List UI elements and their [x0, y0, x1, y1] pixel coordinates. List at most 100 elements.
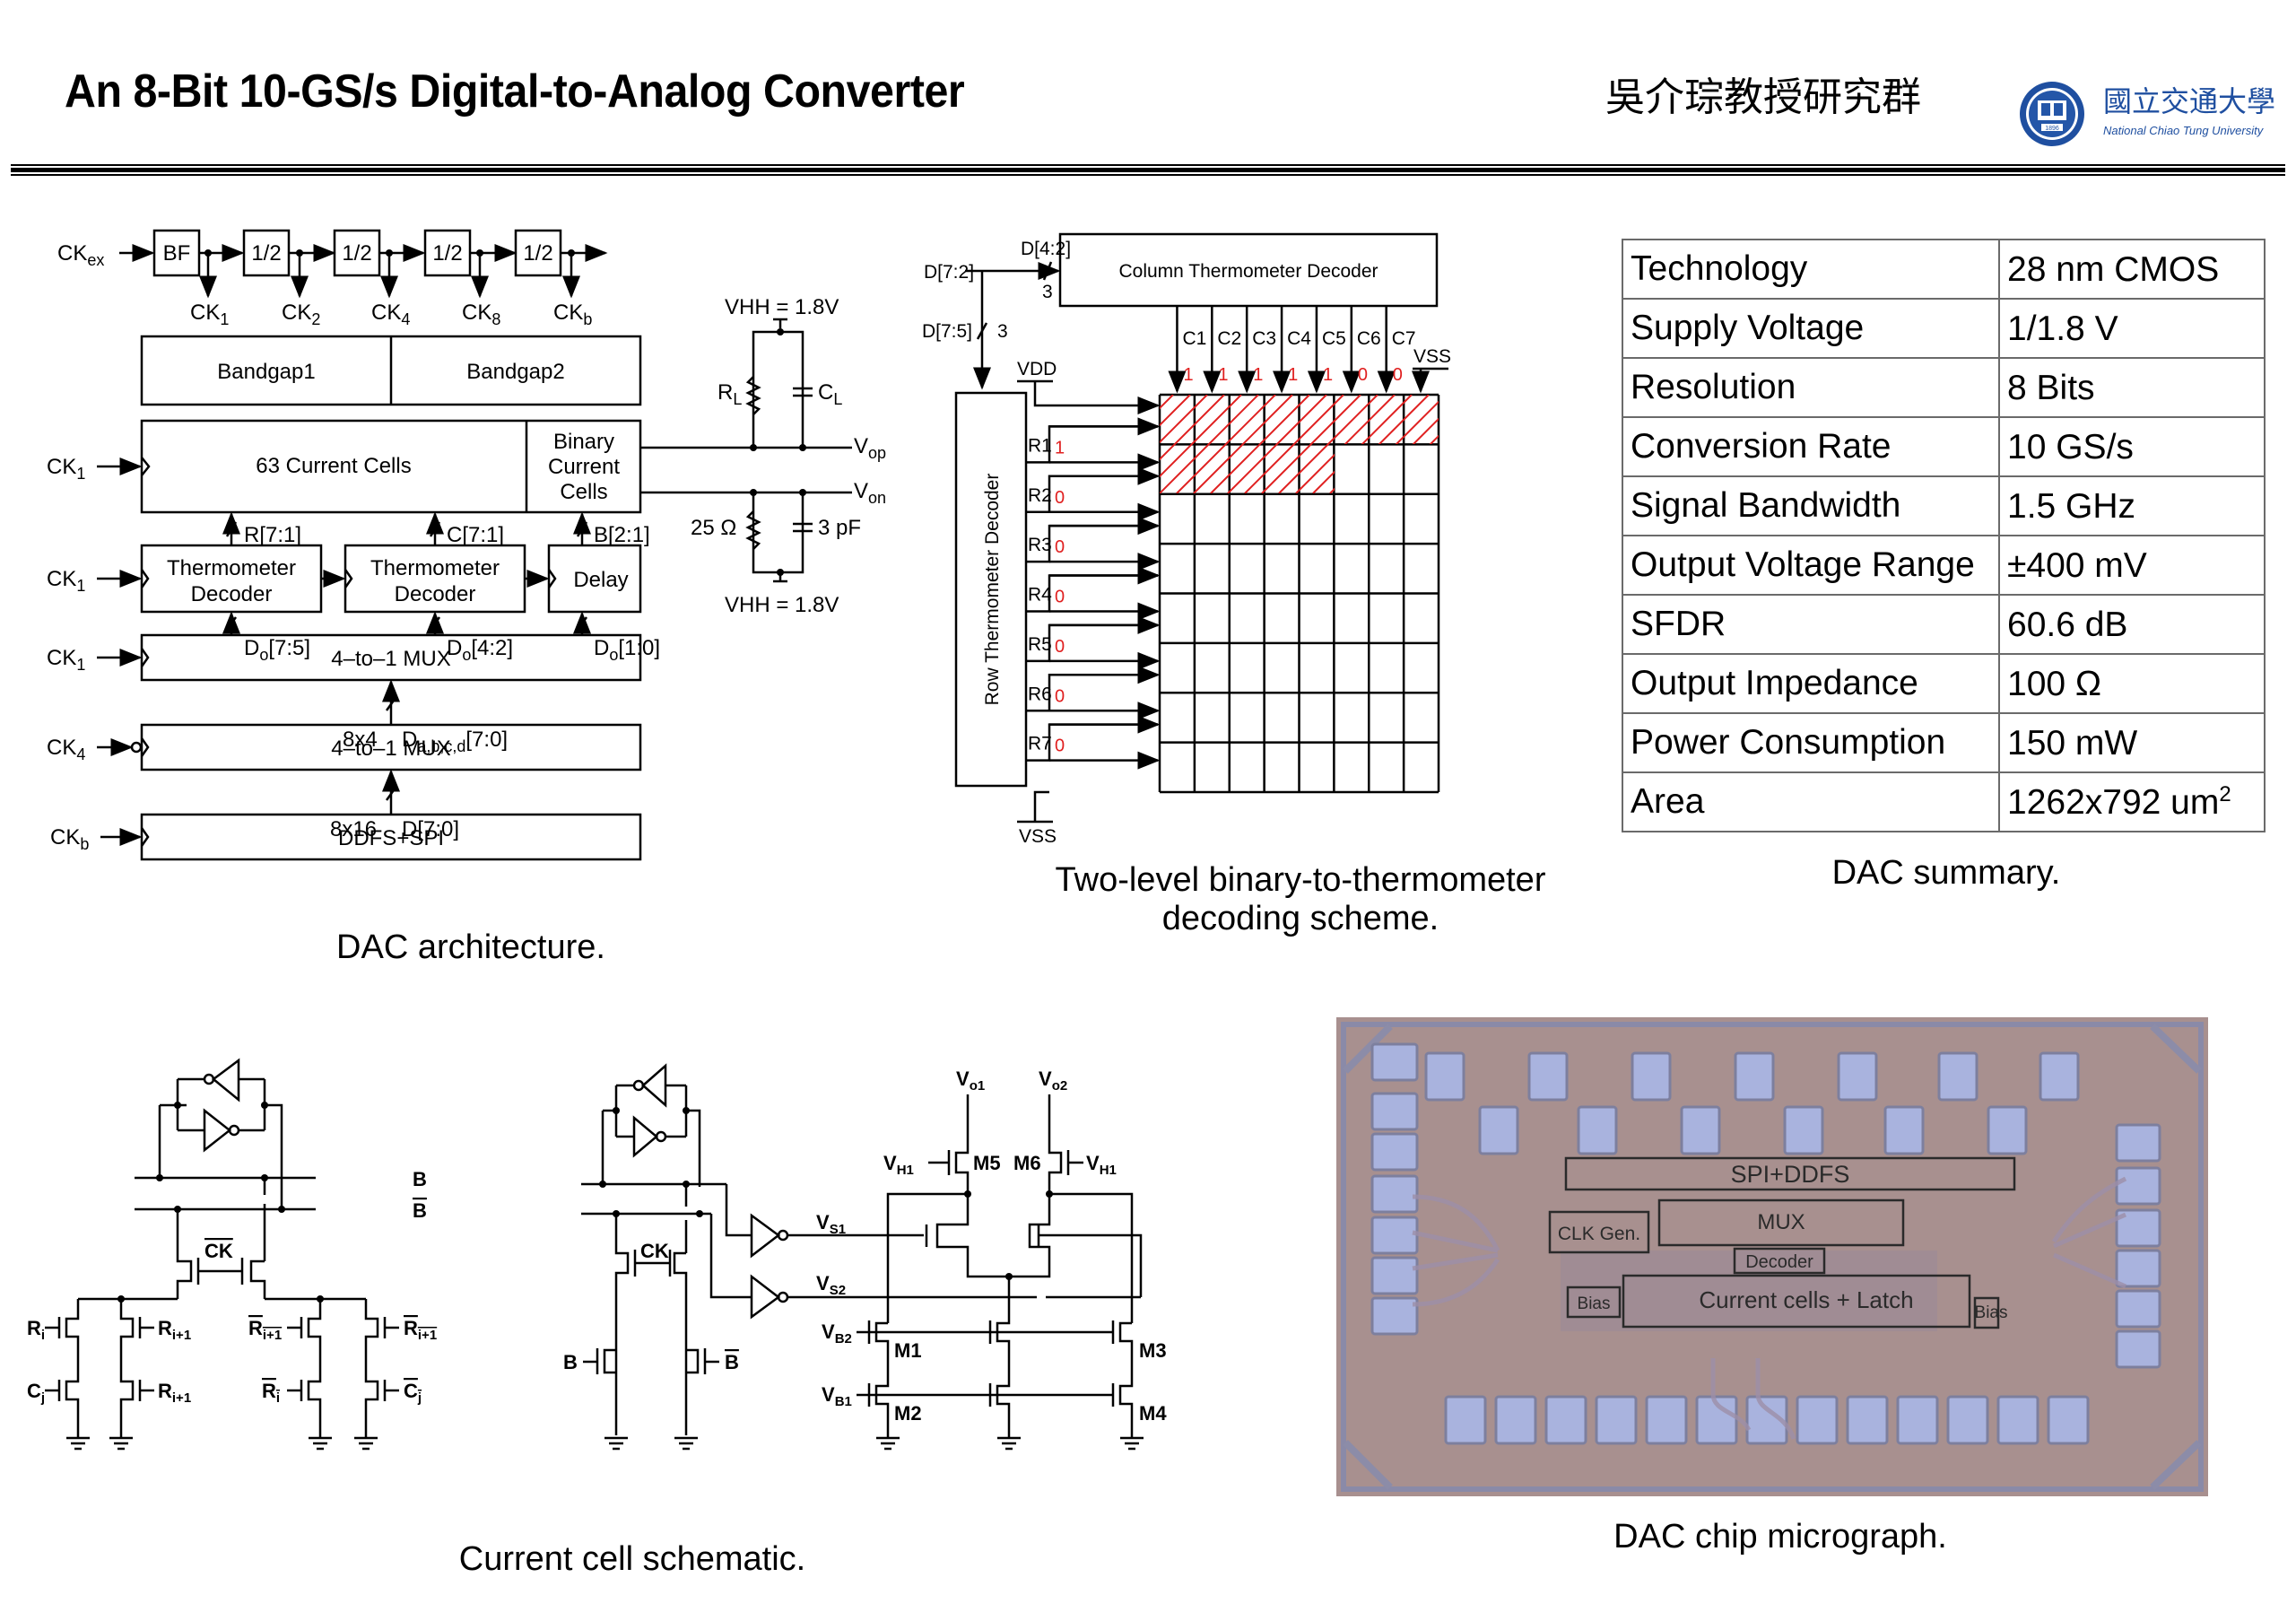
clk-gen-block [1548, 1210, 1650, 1254]
divider-block: 1/2 [523, 241, 552, 266]
b-bar-gate-label: B [725, 1351, 739, 1373]
bond-pad [1837, 1051, 1878, 1102]
summary-value: 100 Ω [1998, 653, 2266, 714]
bond-pad [1645, 1395, 1688, 1445]
summary-key: Technology [1622, 239, 2000, 300]
hatch-line [1244, 395, 1344, 493]
hatch-line [1261, 395, 1361, 493]
binary-cells-line: Cells [560, 480, 607, 504]
ck-label: CK [640, 1240, 669, 1262]
hatch-line [1160, 395, 1191, 493]
current-cells-block: 63 Current Cells [256, 454, 411, 478]
hatch-line [1227, 395, 1327, 493]
hatch-line [1483, 395, 1578, 493]
summary-key: Resolution [1622, 357, 2000, 418]
bus-b-label: B[2:1] [594, 523, 650, 547]
hatch-line [1312, 395, 1413, 493]
hatch-line [1160, 395, 1242, 493]
clock-output-label: CK8 [462, 301, 500, 328]
bias-right-block [1973, 1296, 2000, 1329]
decoder-block [1733, 1247, 1826, 1275]
bond-pad [1783, 1105, 1824, 1155]
spi-ddfs-label: SPI+DDFS [1731, 1161, 1850, 1188]
column-label: C3 [1252, 328, 1276, 349]
summary-value: ±400 mV [1998, 535, 2266, 596]
ck4-label: CK4 [47, 736, 85, 763]
column-label: C4 [1287, 328, 1311, 349]
summary-value-text: 1262x792 um [2007, 782, 2220, 822]
hatch-line [1057, 395, 1156, 493]
bandgap1-block: Bandgap1 [217, 360, 315, 384]
row-label: R7 [1028, 734, 1052, 754]
hatch-line [1552, 395, 1578, 493]
university-name-en: National Chiao Tung University [2103, 124, 2265, 137]
thermometer-decoder-2: Thermometer [370, 556, 500, 580]
delay-block: Delay [573, 568, 628, 592]
university-name-cn: 國立交通大學 [2103, 85, 2275, 118]
do-bus-label: Do[1:0] [594, 636, 660, 664]
summary-value: 60.6 dB [1998, 594, 2266, 655]
column-label: C5 [1322, 328, 1346, 349]
bond-pad [2115, 1208, 2161, 1248]
summary-value-text: 150 mW [2007, 723, 2138, 763]
column-value: 1 [1288, 365, 1298, 385]
bias-label: Bias [1975, 1303, 2008, 1322]
bond-pad [1595, 1395, 1638, 1445]
cj-bar-label: Cj [404, 1380, 422, 1406]
m3-label: M3 [1139, 1339, 1167, 1362]
ck-bar-label: CK [204, 1240, 233, 1262]
bias-label: Bias [1578, 1294, 1611, 1313]
c-value-label: 3 pF [818, 516, 861, 540]
summary-key: Output Impedance [1622, 653, 2000, 714]
row-label: R1 [1028, 435, 1052, 456]
summary-value-text: 60.6 dB [2007, 605, 2128, 644]
summary-value: 28 nm CMOS [1998, 239, 2266, 300]
thermometer-decoder-1: Decoder [191, 582, 273, 606]
bond-pad [1370, 1042, 1419, 1082]
ckb-label: CKb [50, 825, 89, 853]
row-value: 0 [1055, 537, 1065, 557]
bond-pad [2115, 1249, 2161, 1288]
column-label: C1 [1182, 328, 1206, 349]
bond-pad [1846, 1395, 1889, 1445]
mux-label: MUX [1757, 1210, 1805, 1234]
ck1-label: CK1 [47, 567, 85, 595]
column-label: C7 [1392, 328, 1416, 349]
ri1-label: Ri+1 [158, 1317, 191, 1343]
summary-key: Supply Voltage [1622, 298, 2000, 359]
ck1-label: CK1 [47, 646, 85, 674]
hatch-line [1466, 395, 1565, 493]
vb2-label: VB2 [822, 1320, 852, 1346]
architecture-caption: DAC architecture. [336, 928, 605, 966]
summary-value: 1/1.8 V [1998, 298, 2266, 359]
summary-caption: DAC summary. [1831, 854, 2061, 892]
binary-cells-line: Current [548, 455, 620, 479]
bus-d-label: D[7:0] [402, 817, 459, 841]
bond-pad [1695, 1395, 1738, 1445]
hatch-line [1176, 395, 1276, 493]
r-value-label: 25 Ω [691, 516, 736, 540]
vhh-top-label: VHH = 1.8V [725, 295, 839, 319]
summary-key: Conversion Rate [1622, 416, 2000, 477]
cl-label: CL [818, 380, 842, 408]
ddfs-spi-block: DDFS+SPI [338, 826, 444, 850]
ck1-label: CK1 [47, 455, 85, 483]
m2-label: M2 [894, 1402, 922, 1425]
clock-input-label: CKex [57, 241, 104, 269]
decoding-caption-line: decoding scheme. [1161, 900, 1439, 937]
row-label: R5 [1028, 634, 1052, 655]
bond-pad [1444, 1395, 1487, 1445]
summary-key: SFDR [1622, 594, 2000, 655]
hatch-line [1295, 395, 1396, 493]
ri-bar-label: Ri [262, 1380, 280, 1406]
row-label: R4 [1028, 585, 1052, 606]
micrograph-caption: DAC chip micrograph. [1613, 1518, 1947, 1556]
column-value: 1 [1323, 365, 1333, 385]
bond-pad [1544, 1395, 1587, 1445]
bond-pad [1987, 1105, 2028, 1155]
clock-output-label: CK1 [190, 301, 229, 328]
